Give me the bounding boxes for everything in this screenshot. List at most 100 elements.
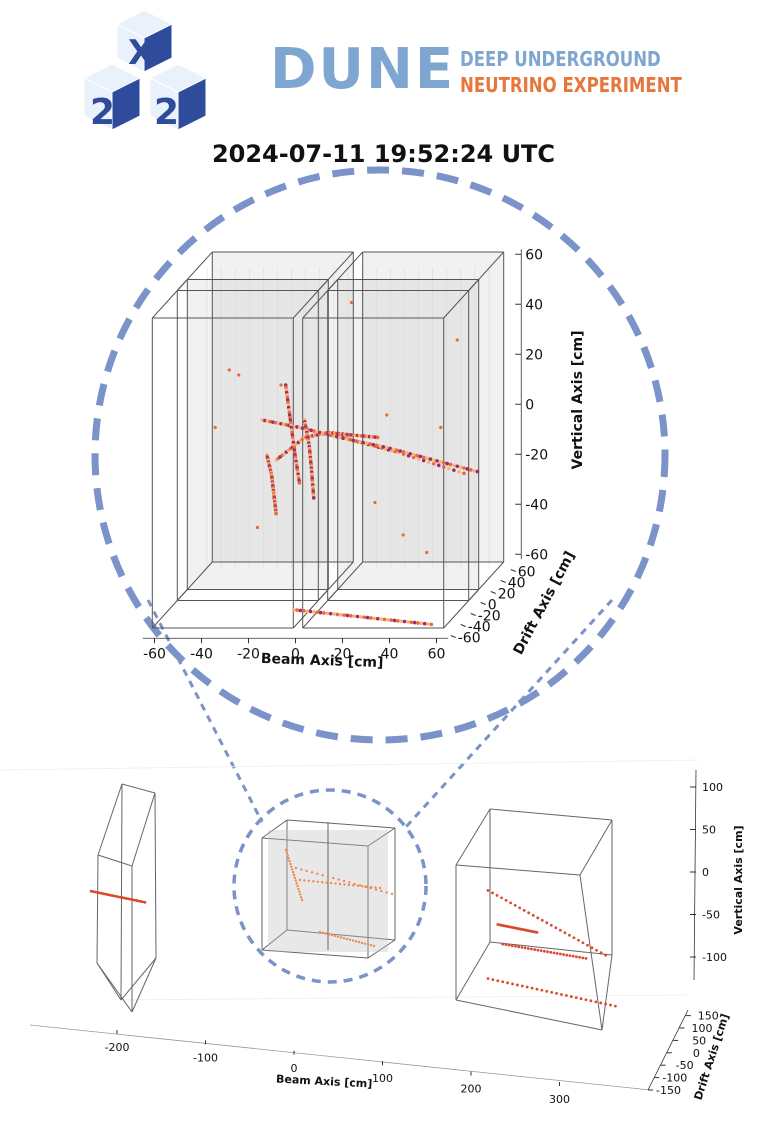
track-hit xyxy=(322,611,326,615)
mini-track-hit xyxy=(292,873,296,877)
mini-tpc-edge xyxy=(286,929,396,941)
track-hit xyxy=(295,425,299,429)
mini-track-hit xyxy=(286,854,289,857)
mini-track-hit xyxy=(321,881,324,884)
track-hit xyxy=(419,621,424,626)
full-track-hit xyxy=(579,997,583,1001)
full-drift-tick-label: -150 xyxy=(656,1084,681,1097)
mini-track-hit xyxy=(321,931,325,934)
full-track-hit xyxy=(539,949,543,953)
track-hit xyxy=(362,615,367,620)
mini-track-hit xyxy=(324,932,328,935)
mini-track-hit xyxy=(287,857,290,860)
tpc-module-edge xyxy=(443,279,480,319)
full-track-hit xyxy=(510,944,514,948)
full-drift-tick-label: 0 xyxy=(693,1047,700,1060)
mini-track-hit xyxy=(385,891,388,894)
x2-logo-letter-2a: 2 xyxy=(90,92,115,133)
full-track-hit xyxy=(491,978,495,982)
track-hit xyxy=(448,462,453,467)
full-track-hit xyxy=(574,955,578,959)
beam-axis-label: Beam Axis [cm] xyxy=(261,651,384,671)
full-vertical-axis-label: Vertical Axis [cm] xyxy=(732,825,745,934)
drift-tick-label: -40 xyxy=(468,620,491,636)
full-track-hit xyxy=(536,916,540,920)
track-hit xyxy=(412,620,417,625)
dune-logo: DUNE DEEP UNDERGROUND NEUTRINO EXPERIMEN… xyxy=(270,38,690,106)
mini-track-hit xyxy=(285,851,289,854)
full-vertical-tick-label: 50 xyxy=(702,824,716,837)
track-hit xyxy=(308,609,313,614)
x2-logo-letter-x: X xyxy=(128,33,154,73)
pane-edge xyxy=(119,994,691,1001)
drift-tick-label: 40 xyxy=(508,576,526,592)
track-hit xyxy=(268,419,273,424)
full-drift-tick-label: 150 xyxy=(698,1010,719,1023)
track-hit xyxy=(297,481,302,485)
mini-track-hit xyxy=(356,884,359,887)
full-track-hit xyxy=(535,930,539,934)
track-hit xyxy=(325,611,330,616)
full-track-hit xyxy=(530,986,534,990)
isolated-hit xyxy=(385,413,389,417)
mini-track-hit xyxy=(300,898,304,902)
full-track-hit xyxy=(486,889,490,892)
isolated-hit xyxy=(237,373,241,377)
full-track-hit xyxy=(571,954,575,958)
drift-tick xyxy=(450,635,456,638)
isolated-hit xyxy=(255,525,260,530)
track-hit xyxy=(382,617,387,622)
full-track-hit xyxy=(523,946,527,950)
track-hit xyxy=(341,436,345,441)
full-track-hit xyxy=(486,977,490,980)
track-hit xyxy=(298,425,302,430)
vertical-tick-label: 20 xyxy=(525,347,543,363)
track-hit xyxy=(291,607,296,612)
track-hit xyxy=(279,421,283,426)
mini-tpc-edge xyxy=(367,939,396,959)
track-hit xyxy=(284,423,289,427)
track-hit xyxy=(388,446,392,451)
track-hit xyxy=(369,616,373,620)
track-hit xyxy=(445,461,449,466)
upstream-detector-edge xyxy=(154,792,157,959)
track-hit xyxy=(337,435,342,440)
track-hit xyxy=(408,451,413,456)
track-hit xyxy=(442,465,446,469)
full-track-hit xyxy=(491,891,494,895)
mini-track-hit xyxy=(378,886,382,890)
mini-track-hit xyxy=(310,871,314,874)
full-track-hit xyxy=(509,901,513,905)
drift-tick-label: -60 xyxy=(458,631,481,647)
full-track-hit xyxy=(565,994,568,997)
beam-tick-label: 0 xyxy=(291,646,300,662)
full-track-hit xyxy=(542,949,546,953)
full-track-hit xyxy=(495,893,499,897)
downstream-detector-edge xyxy=(601,954,613,1031)
track-hit xyxy=(374,443,379,448)
mini-track-hit xyxy=(343,883,346,886)
track-hit xyxy=(406,620,410,624)
mini-track-hit xyxy=(325,881,328,884)
full-track-hit xyxy=(554,926,558,930)
full-track-hit xyxy=(526,947,530,950)
track-hit xyxy=(426,622,430,626)
track-hit xyxy=(292,424,297,429)
tpc-module-edge xyxy=(292,589,329,629)
full-track-hit xyxy=(604,1002,607,1006)
track-hit xyxy=(465,467,470,471)
downstream-detector-edge xyxy=(455,999,603,1031)
track-hit xyxy=(431,461,436,466)
track-hit xyxy=(398,449,402,453)
drift-tick-label: 20 xyxy=(498,587,516,603)
track-hit xyxy=(409,620,414,625)
track-hit xyxy=(411,452,416,457)
full-track-hit xyxy=(599,951,603,955)
track-hit xyxy=(276,421,281,426)
track-hit xyxy=(381,444,386,449)
track-hit xyxy=(260,418,265,422)
track-hit xyxy=(435,459,439,463)
track-hit xyxy=(349,614,353,618)
full-track-hit xyxy=(569,995,573,998)
